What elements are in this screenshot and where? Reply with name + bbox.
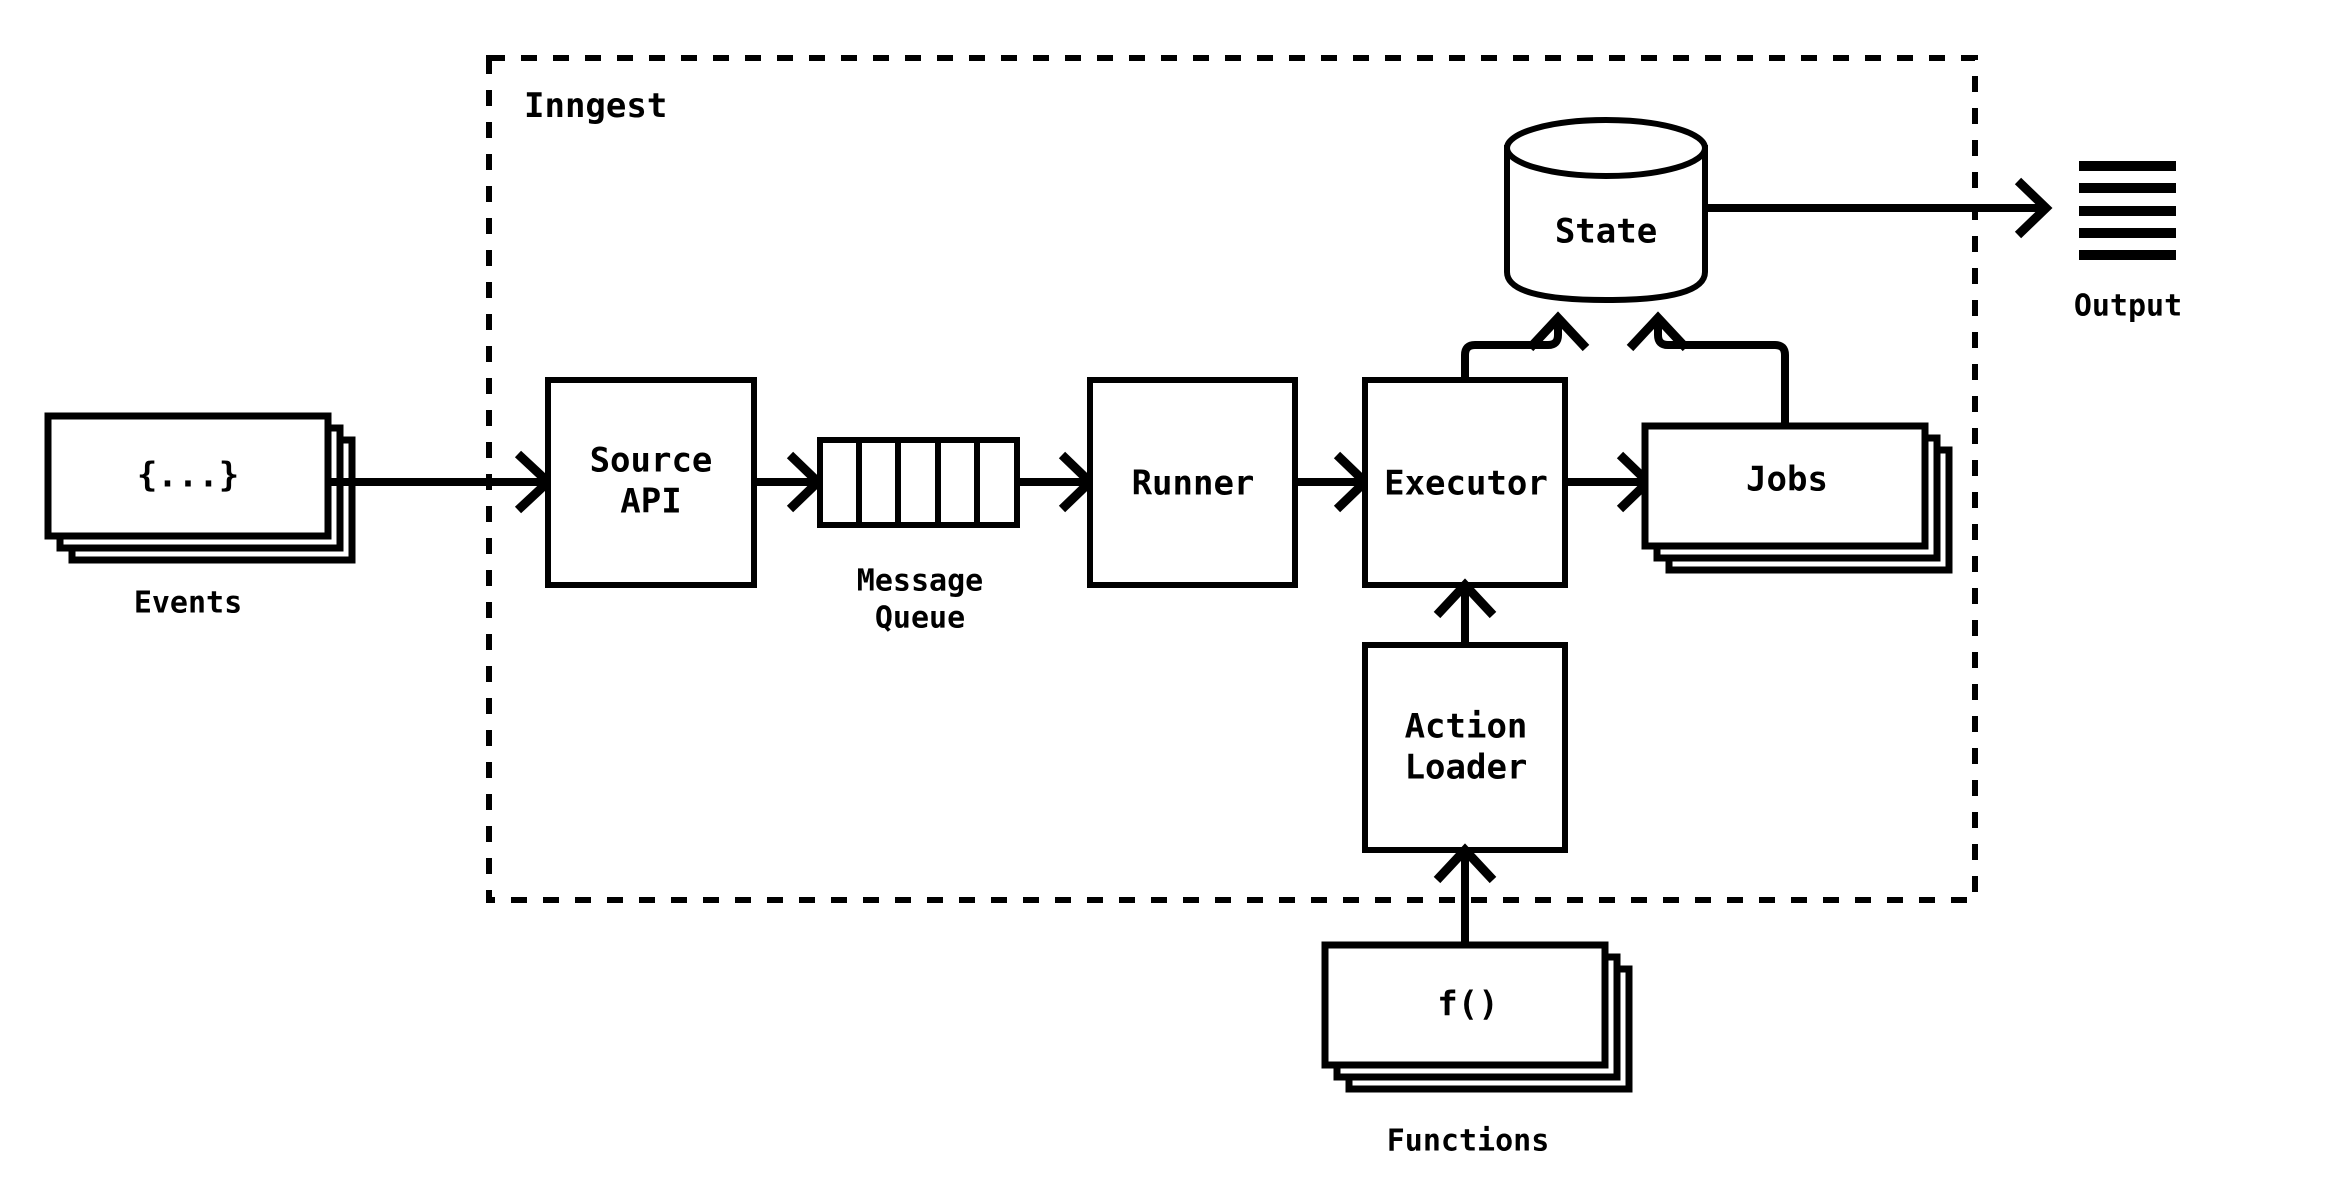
node-message-queue[interactable] [817, 437, 1020, 528]
node-action-loader[interactable] [1362, 642, 1568, 853]
edge-message-queue-to-runner [1017, 451, 1097, 513]
functions-card-front [1321, 941, 1609, 1069]
jobs-card-front [1641, 422, 1929, 550]
node-events[interactable] [44, 412, 356, 564]
inngest-region-label: Inngest [524, 86, 668, 126]
events-node-label: {...} [136, 455, 240, 496]
output-caption: Output [2073, 288, 2183, 324]
source-api-node-label: Source API [589, 440, 713, 522]
message-queue-caption: Message Queue [856, 563, 984, 635]
edge-executor-to-jobs [1565, 451, 1655, 513]
jobs-node-label: Jobs [1746, 459, 1828, 500]
edge-executor-to-state [1461, 311, 1590, 380]
events-card-front [44, 412, 332, 540]
events-caption: Events [133, 585, 243, 621]
state-cylinder-top [1504, 117, 1708, 179]
node-jobs[interactable] [1641, 422, 1953, 574]
functions-caption: Functions [1386, 1123, 1550, 1159]
runner-node-label: Runner [1131, 463, 1255, 504]
edge-action-loader-to-executor [1433, 578, 1497, 645]
state-node-label: State [1554, 211, 1658, 252]
edge-functions-to-action-loader [1433, 843, 1497, 945]
edge-state-to-output [1705, 177, 2053, 239]
node-functions[interactable] [1321, 941, 1633, 1093]
action-loader-node-label: Action Loader [1404, 706, 1528, 788]
node-output[interactable] [2079, 161, 2176, 260]
executor-node-label: Executor [1384, 463, 1548, 504]
edge-jobs-to-state [1626, 311, 1789, 426]
node-executor[interactable] [1362, 377, 1568, 588]
node-state[interactable] [1504, 117, 1708, 304]
state-cylinder-body [1504, 145, 1708, 304]
edge-events-to-source-api [328, 450, 555, 514]
edge-runner-to-executor [1295, 451, 1372, 513]
functions-node-label: f() [1437, 984, 1499, 1025]
node-runner[interactable] [1087, 377, 1298, 588]
message-queue-outline [817, 437, 1020, 528]
edge-source-api-to-message-queue [754, 451, 825, 513]
